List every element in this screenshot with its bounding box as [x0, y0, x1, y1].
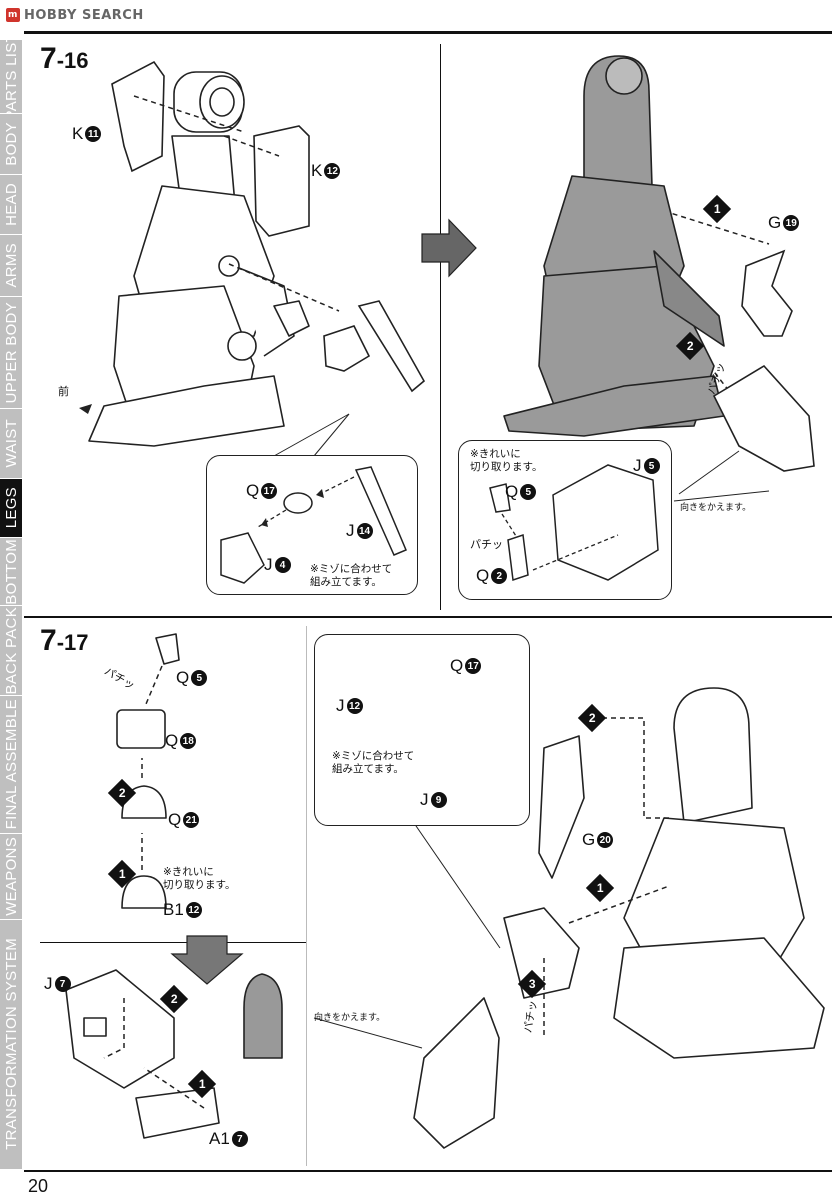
vertical-divider-2	[306, 626, 307, 1166]
part-k11	[111, 60, 165, 173]
snap-label-7-16b: パチッ	[470, 538, 503, 551]
sidebar-tab-transformation-system[interactable]: TRANSFORMATION SYSTEM	[0, 919, 22, 1171]
part-q18	[116, 709, 166, 749]
sidebar-tab-label: WEAPONS	[2, 836, 20, 916]
sidebar-tab-label: WAIST	[2, 419, 20, 468]
leg-final	[673, 687, 753, 824]
chapter-sidebar: PARTS LIST BODY HEAD ARMS UPPER BODY WAIST LEG…	[0, 40, 24, 1171]
next-arrow	[421, 218, 477, 278]
part-k12	[253, 125, 310, 237]
sidebar-tab-parts-list[interactable]: PARTS LIST	[0, 40, 22, 115]
sidebar-tab-label: TRANSFORMATION SYSTEM	[2, 938, 20, 1151]
sidebar-tab-label: BOTTOM	[2, 538, 20, 605]
assembly-illustration-7-16	[79, 55, 815, 502]
part-g19	[741, 249, 793, 337]
shell-final	[413, 997, 500, 1149]
leg-before-drawing	[88, 71, 310, 447]
bottom-rule	[24, 1170, 832, 1172]
page-number: 20	[28, 1176, 49, 1196]
note-clean-cut-7-17: ※きれいに 切り取ります。	[163, 866, 236, 891]
sidebar-tab-waist[interactable]: WAIST	[0, 409, 22, 480]
part-j5-large	[712, 364, 815, 472]
sidebar-tab-label: HEAD	[2, 182, 20, 226]
sidebar-tab-final-assemble[interactable]: FINAL ASSEMBLE	[0, 696, 22, 834]
down-arrow	[170, 935, 244, 985]
note-groove-7-17: ※ミゾに合わせて 組み立てます。	[332, 750, 415, 775]
vertical-divider	[440, 44, 441, 610]
substep-divider	[40, 942, 306, 943]
note-rotate-7-16: 向きをかえます。	[680, 503, 752, 513]
sidebar-tab-label: UPPER BODY	[2, 302, 20, 404]
part-j14-small	[357, 300, 426, 393]
front-direction-label: 前	[58, 385, 69, 398]
brand-icon: m	[6, 8, 20, 22]
brand-name: HOBBY SEARCH	[24, 7, 144, 23]
part-j7	[65, 969, 175, 1089]
sidebar-tab-body[interactable]: BODY	[0, 114, 22, 175]
note-rotate-7-17: 向きをかえます。	[314, 1013, 386, 1023]
sidebar-tab-label: BODY	[2, 122, 20, 166]
part-q18-assembled	[243, 973, 283, 1059]
sidebar-tab-label: PARTS LIST	[2, 40, 20, 115]
sidebar-tab-arms[interactable]: ARMS	[0, 234, 22, 298]
sidebar-tab-head[interactable]: HEAD	[0, 174, 22, 235]
sidebar-tab-label: LEGS	[2, 487, 20, 529]
sidebar-tab-weapons[interactable]: WEAPONS	[0, 833, 22, 920]
g20-piece	[538, 735, 585, 879]
sidebar-tab-label: FINAL ASSEMBLE	[2, 699, 20, 830]
sidebar-tab-legs[interactable]: LEGS	[0, 479, 22, 538]
step-title-7-17: 7-17	[40, 624, 89, 657]
part-j4-small	[323, 325, 371, 372]
callout-subassembly-j12-j9	[314, 634, 530, 826]
callout-drawing-q17-j14	[220, 466, 407, 584]
sidebar-tab-label: ARMS	[2, 243, 20, 288]
step-title-7-16: 7-16	[40, 42, 89, 75]
note-groove-7-16: ※ミゾに合わせて 組み立てます。	[310, 563, 393, 588]
sidebar-tab-label: BACK PACK	[2, 606, 20, 695]
sidebar-tab-bottom[interactable]: BOTTOM	[0, 537, 22, 607]
brand-logo[interactable]: m HOBBY SEARCH	[6, 5, 144, 25]
sidebar-tab-upper-body[interactable]: UPPER BODY	[0, 297, 22, 410]
step-divider	[24, 616, 832, 618]
leg-after-drawing	[503, 55, 725, 437]
sidebar-tab-back-pack[interactable]: BACK PACK	[0, 606, 22, 697]
top-rule	[24, 31, 832, 34]
part-b112	[121, 875, 167, 909]
note-clean-cut-7-16: ※きれいに 切り取ります。	[470, 448, 543, 473]
callout-drawing-q5-q2	[489, 464, 659, 582]
part-a17	[135, 1087, 220, 1139]
part-q5-top	[155, 633, 180, 665]
